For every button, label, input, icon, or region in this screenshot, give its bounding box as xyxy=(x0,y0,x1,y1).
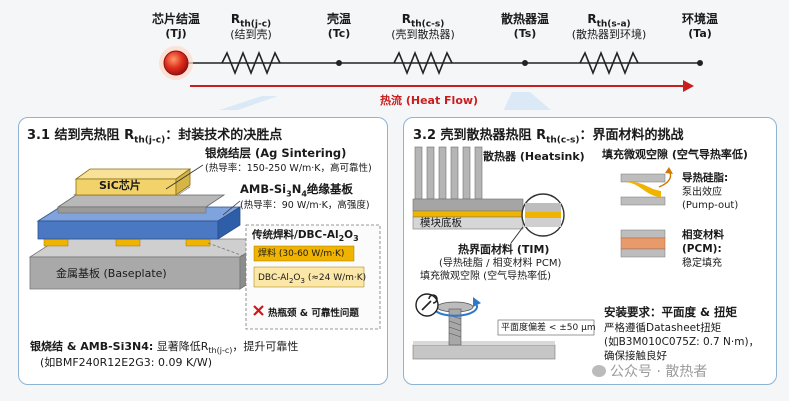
right-panel-title: 3.2 壳到散热器热阻 Rth(c-s)：界面材料的挑战 xyxy=(413,128,684,146)
leader-line xyxy=(222,200,241,216)
grease-title: 导热硅脂: xyxy=(682,172,729,184)
screw-icon xyxy=(436,301,474,346)
install-line4: 确保接触良好 xyxy=(604,350,667,362)
copper-layer-front xyxy=(57,206,207,214)
heat-flow-arrowhead xyxy=(683,80,694,92)
install-line2: 严格遵循Datasheet扭矩 xyxy=(604,322,722,334)
pcm-line3: 稳定填充 xyxy=(682,258,722,269)
rsa-label: Rth(s-a) xyxy=(587,12,631,30)
ts-node xyxy=(522,60,528,66)
pcm-top-plate xyxy=(620,229,666,239)
amb-substrate-front xyxy=(37,220,219,240)
fill-gap-title: 填充微观空隙 (空气导热率低) xyxy=(602,148,748,161)
package-stack-diagram xyxy=(28,164,381,330)
grease-top-plate xyxy=(620,173,666,183)
rcs-desc: (壳到散热器) xyxy=(391,28,455,41)
tj-sub: (Tj) xyxy=(165,27,187,40)
resistor-jc-icon xyxy=(221,50,281,76)
tim-line2: (导热硅脂 / 相变材料 PCM) xyxy=(439,258,562,269)
inset-solder-layer xyxy=(253,245,355,262)
solder-pad xyxy=(43,238,69,247)
amb-title: AMB-Si3N4绝缘基板 xyxy=(240,182,353,199)
amb-desc: (热导率：90 W/m·K，高强度) xyxy=(240,200,370,211)
rsa-desc: (散热器到环境) xyxy=(571,28,647,41)
leader-line xyxy=(165,164,204,190)
flatness-label: 平面度偏差 < ±50 μm xyxy=(501,323,596,333)
ta-node xyxy=(697,60,703,66)
ts-sub: (Ts) xyxy=(513,27,537,40)
thermal-path-diagram xyxy=(159,46,703,110)
copper-layer-top xyxy=(56,194,226,208)
callout-wedge-cs xyxy=(503,92,551,110)
watermark: 公众号 · 散热者 xyxy=(592,361,707,381)
heatsink-fins-icon xyxy=(414,146,483,200)
rcs-label: Rth(c-s) xyxy=(401,12,445,30)
install-line3: (如B3M010C075Z: 0.7 N·m)， xyxy=(604,336,760,348)
tc-label: 壳温 xyxy=(326,12,351,26)
module-base-label: 模块底板 xyxy=(420,217,462,229)
grease-line2: 泵出效应 xyxy=(682,187,722,198)
traditional-title: 传统焊料/DBC-Al2O3 xyxy=(252,229,359,244)
tc-sub: (Tc) xyxy=(327,27,351,40)
heatsink-base xyxy=(412,198,524,212)
grease-bottom-plate xyxy=(620,196,666,206)
magnifier-leader xyxy=(510,226,524,244)
baseplate-label: 金属基板 (Baseplate) xyxy=(56,267,167,280)
rjc-label: Rth(j-c) xyxy=(230,12,272,30)
mount-plate-surface xyxy=(413,341,555,345)
ta-label: 环境温 xyxy=(681,12,718,26)
tj-node xyxy=(163,50,189,76)
inset-connector xyxy=(207,242,247,258)
resistor-cs-icon xyxy=(393,50,453,76)
ta-sub: (Ta) xyxy=(688,27,712,40)
heatsink-label: 散热器 (Heatsink) xyxy=(483,150,585,163)
solder-label: 焊料 (30-60 W/m·K) xyxy=(258,249,345,259)
grease-line3: (Pump-out) xyxy=(682,200,739,211)
bottleneck-x-icon xyxy=(253,305,264,316)
amb-substrate-side xyxy=(217,206,241,240)
pcm-bottom-plate xyxy=(620,248,666,258)
heat-flow-label: 热流 (Heat Flow) xyxy=(380,94,479,107)
tc-node xyxy=(336,60,342,66)
silver-desc: (热导率：150-250 W/m·K，高可靠性) xyxy=(205,163,372,174)
tim-title: 热界面材料 (TIM) xyxy=(458,243,550,256)
tj-label: 芯片结温 xyxy=(151,12,200,26)
wechat-icon xyxy=(592,365,606,377)
flatness-box xyxy=(497,319,595,336)
left-summary-line2: (如BMF240R12E2G3: 0.09 K/W) xyxy=(40,356,213,369)
tim-line3: 填充微观空隙 (空气导热率低) xyxy=(420,271,551,282)
rjc-desc: (结到壳) xyxy=(230,28,272,41)
pcm-layer xyxy=(620,237,666,250)
left-panel-title: 3.1 结到壳热阻 Rth(j-c)：封装技术的决胜点 xyxy=(27,128,283,146)
callout-wedge-jc xyxy=(219,96,278,110)
heatsink-interface-diagram xyxy=(412,146,673,360)
grease-pump-out-icon xyxy=(625,182,661,197)
silver-title: 银烧结层 (Ag Sintering) xyxy=(205,146,347,160)
sic-chip-label: SiC芯片 xyxy=(99,179,141,192)
left-summary-line1: 银烧结 & AMB-Si3N4: 显著降低Rth(j-c)，提升可靠性 xyxy=(30,340,299,356)
inset-dbc-layer xyxy=(253,266,365,288)
ts-label: 散热器温 xyxy=(500,12,549,26)
bottleneck-label: 热瓶颈 & 可靠性问题 xyxy=(268,308,359,319)
dbc-label: DBC-Al2O3 (≈24 W/m·K) xyxy=(258,273,367,285)
solder-pad xyxy=(185,238,211,247)
mount-plate xyxy=(412,344,556,360)
install-title: 安装要求：平面度 & 扭矩 xyxy=(604,305,738,319)
solder-pad xyxy=(115,238,141,247)
pcm-title-a: 相变材料 xyxy=(682,229,724,241)
resistor-sa-icon xyxy=(579,50,639,76)
pcm-title-b: (PCM): xyxy=(682,243,722,255)
